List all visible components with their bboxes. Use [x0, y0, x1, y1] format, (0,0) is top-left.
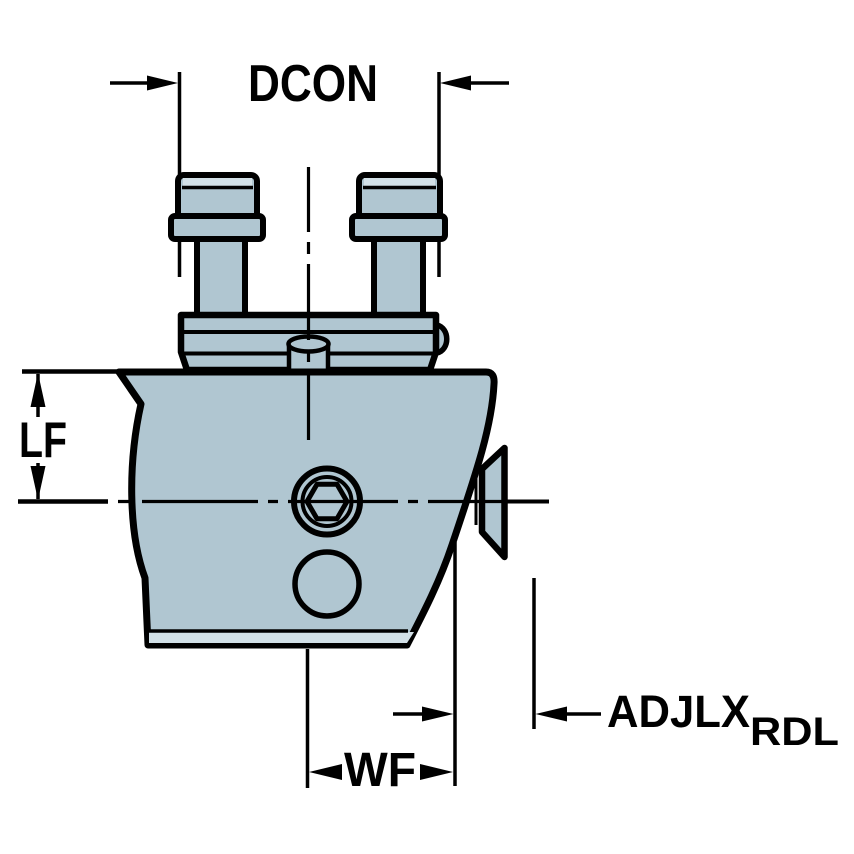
plain-bore-hole [292, 549, 362, 619]
flange-side-pin [435, 322, 450, 356]
lf-dimension [18, 369, 118, 504]
dcon-arrowhead-left [147, 75, 178, 91]
dcon-arrowhead-right [440, 75, 471, 91]
adjlx-arrowhead-left [535, 706, 567, 722]
adjlx-label: ADJLX [607, 686, 750, 737]
coupling-flange [177, 311, 450, 374]
left-bolt-shank [194, 233, 248, 319]
lf-arrowhead-down [30, 466, 46, 500]
adjlx-dimension [393, 578, 601, 729]
left-bolt-head-highlight [183, 178, 252, 187]
clamp-bolts [168, 172, 448, 319]
adjlx-arrowhead-right [422, 706, 454, 722]
wf-label: WF [344, 744, 416, 797]
wf-arrowhead-left [309, 764, 342, 780]
centerlines [118, 167, 504, 504]
wf-dimension [305, 542, 457, 788]
lf-arrowhead-up [30, 373, 46, 407]
wf-arrowhead-right [420, 764, 453, 780]
right-bolt-washer [349, 213, 448, 242]
lf-label: LF [19, 412, 67, 468]
body-bottom-facet [149, 632, 414, 643]
dcon-label: DCON [248, 55, 378, 113]
adjlx-subscript-label: RDL [750, 710, 839, 754]
left-bolt-washer [168, 213, 266, 242]
right-bolt-head-highlight [364, 178, 435, 187]
right-bolt-shank [371, 233, 426, 319]
